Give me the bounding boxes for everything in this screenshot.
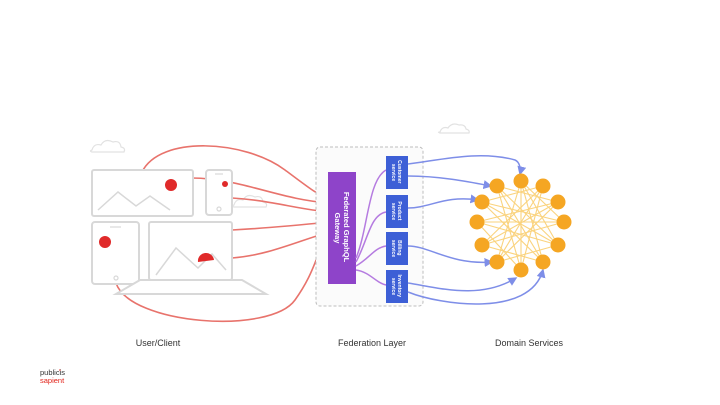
service-customer: Customer service [386,156,408,189]
mesh-edge [476,201,559,223]
service-connection-arrows [407,155,546,305]
domain-service-node [474,194,490,210]
svg-text:Billing service: Billing service [390,240,402,257]
service-label-line2: service [390,278,396,295]
svg-text:Customer service: Customer service [390,160,402,185]
mesh-edge [476,221,559,246]
service-label-line2: service [390,203,396,220]
service-label-line1: Billing [396,240,402,255]
red-semicircle-icon [197,252,214,262]
phone-device [205,169,233,216]
cloud-decoration [89,123,470,208]
domain-service-node [550,237,566,253]
svg-text:Federated GraphQL Gatewa: Federated GraphQL Gateway [333,192,351,264]
gateway-label-line2: Gateway [333,213,342,245]
mesh-edge [481,201,565,223]
domain-service-node [489,178,505,194]
service-billing: Billing service [386,232,408,265]
service-label-line1: Product [396,201,402,220]
mesh-edge [520,180,565,223]
mesh-edge [481,244,544,263]
laptop-device [112,221,270,295]
service-inventory: Inventory service [386,270,408,303]
service-label-line1: Customer [396,160,402,183]
service-label-line2: service [390,164,396,181]
tablet-device [91,221,140,285]
domain-service-node [474,237,490,253]
red-dot-icon [99,236,111,248]
svg-text:Product service: Product service [390,201,402,221]
red-dot-icon [165,179,177,191]
service-label-line2: service [390,240,396,257]
publicis-sapient-logo: publicis sapient [40,369,65,385]
red-dot-icon [222,181,228,187]
domain-service-node [556,214,572,230]
logo-line1: publicis [40,368,66,377]
section-label-domain: Domain Services [494,338,564,348]
mesh-edge [496,185,559,203]
mesh-edge [476,221,522,271]
gateway-label-line1: Federated GraphQL [342,192,351,263]
mesh-edge [496,185,544,263]
mesh-edge [481,185,544,203]
domain-services-mesh [469,173,572,278]
service-product: Product service [386,195,408,228]
domain-service-node [535,178,551,194]
gateway-connection-lines [355,169,387,286]
svg-text:Inventory service: Inventory service [390,275,402,299]
domain-service-node [535,254,551,270]
federated-graphql-gateway: Federated GraphQL Gateway [328,172,356,284]
domain-service-node [550,194,566,210]
desktop-device [91,169,194,217]
logo-dot-icon [59,369,61,371]
mesh-edge [496,244,559,263]
domain-service-node [489,254,505,270]
logo-line2: sapient [40,376,65,385]
section-label-client: User/Client [135,338,181,348]
section-label-federation: Federation Layer [337,338,407,348]
mesh-edge [481,221,565,246]
domain-service-node [513,173,529,189]
domain-service-node [513,262,529,278]
domain-service-node [469,214,485,230]
service-label-line1: Inventory [396,275,402,298]
